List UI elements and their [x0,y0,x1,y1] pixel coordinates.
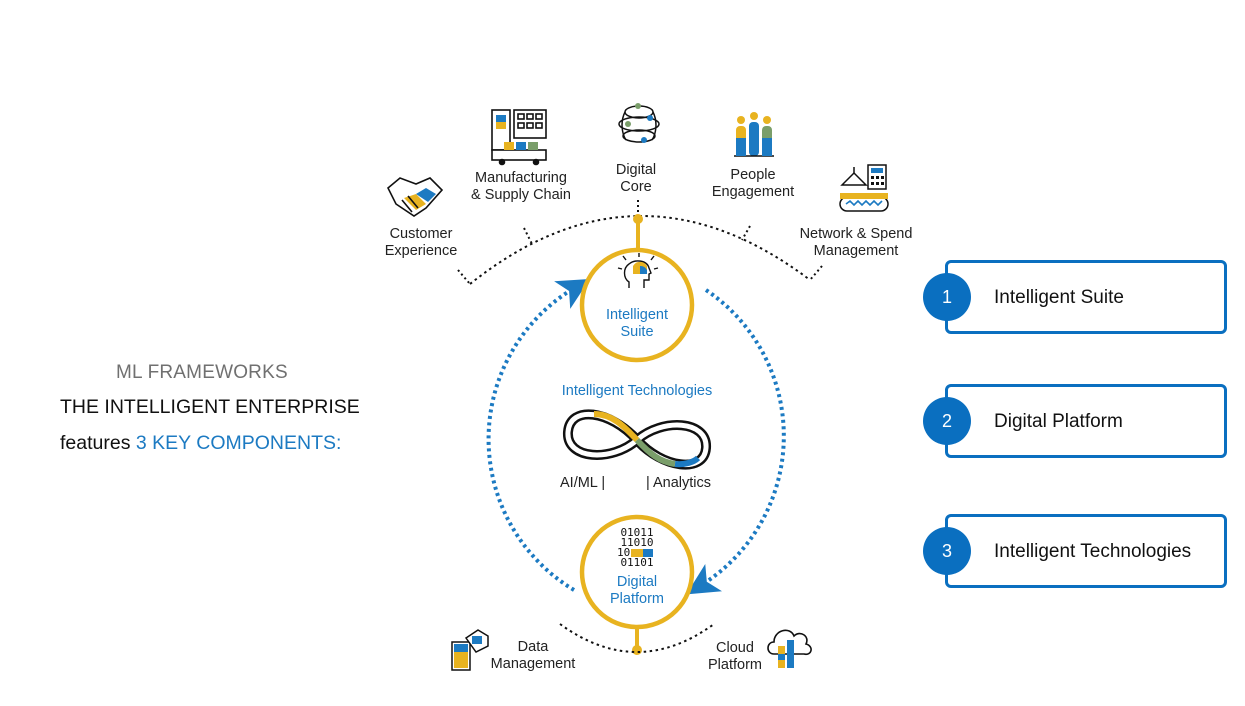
label-customer-experience-line2: Experience [384,243,458,259]
bottom-connector-dot [632,645,642,655]
component-label-1: Intelligent Suite [994,287,1124,308]
label-manufacturing-line2: & Supply Chain [471,187,571,203]
label-cloud-platform-line1: Cloud [716,640,754,656]
binary-line2: 11010 [620,536,654,549]
label-data-management-line1: Data [517,639,549,655]
loop-right-arrow [686,288,786,595]
component-label-3: Intelligent Technologies [994,541,1192,562]
suite-circle [579,247,695,363]
label-people-engagement-line2: Engagement [711,184,795,200]
component-number-1: 1 [923,273,971,321]
network-spend-icon [839,164,889,212]
globe-network-icon [618,103,660,143]
handshake-icon [387,177,444,217]
top-arc [469,215,811,285]
label-customer-experience: Customer Experience [382,226,460,260]
label-people-engagement: People Engagement [706,167,800,201]
label-customer-experience-line1: Customer [389,226,453,242]
top-arc-ticks [457,200,823,285]
component-box-3: 3 Intelligent Technologies [923,514,1227,588]
binary-line3: 10 [617,546,631,559]
key-components-highlight: 3 KEY COMPONENTS: [135,432,342,454]
binary-code-icon: 01011 11010 10 01101 [612,526,662,569]
label-cloud-platform-line2: Platform [708,657,762,673]
features-line: features 3 KEY COMPONENTS: [60,432,341,455]
label-intelligent-technologies: Intelligent Technologies [547,383,727,400]
label-intelligent-suite-line1: Intelligent [605,307,669,323]
data-document-icon [451,629,489,671]
component-number-3: 3 [923,527,971,575]
ml-frameworks-heading: ML FRAMEWORKS [116,362,288,383]
label-manufacturing: Manufacturing & Supply Chain [465,170,577,204]
label-ai-ml: AI/ML | [560,475,620,492]
label-digital-core-line1: Digital [615,162,657,178]
factory-icon [491,109,547,166]
bottom-arc [559,623,715,653]
label-digital-core: Digital Core [605,162,667,196]
binary-highlight-gold [631,549,643,557]
label-people-engagement-line1: People [730,167,776,183]
label-data-management: Data Management [486,639,580,673]
label-network-spend-line1: Network & Spend [799,226,913,242]
label-digital-platform-line2: Platform [610,591,664,607]
component-number-2: 2 [923,397,971,445]
head-brain-icon [617,253,659,288]
binary-line4: 01101 [620,556,654,569]
people-group-icon [734,112,774,157]
label-network-spend-line2: Management [813,243,899,259]
label-manufacturing-line1: Manufacturing [475,170,567,186]
loop-left-arrow [486,278,590,592]
features-prefix: features [60,432,136,454]
label-digital-platform-line1: Digital [616,574,658,590]
label-intelligent-suite-line2: Suite [620,324,654,340]
top-connector-dot [633,214,643,224]
label-analytics: | Analytics [646,475,726,492]
cloud-icon [767,629,812,668]
label-analytics-text: | Analytics [646,475,712,491]
label-ai-ml-text: AI/ML | [560,475,606,491]
label-intelligent-technologies-text: Intelligent Technologies [561,383,713,399]
binary-line1: 01011 [620,526,654,539]
label-intelligent-suite: Intelligent Suite [597,307,677,341]
component-label-2: Digital Platform [994,411,1123,432]
label-network-spend: Network & Spend Management [795,226,917,260]
intelligent-enterprise-line: THE INTELLIGENT ENTERPRISE [60,396,360,418]
infinity-icon [563,409,711,470]
label-cloud-platform: Cloud Platform [700,640,770,674]
component-box-2: 2 Digital Platform [923,384,1227,458]
label-digital-platform: Digital Platform [597,574,677,608]
label-digital-core-line2: Core [620,179,652,195]
component-box-1: 1 Intelligent Suite [923,260,1227,334]
label-data-management-line2: Management [490,656,576,672]
